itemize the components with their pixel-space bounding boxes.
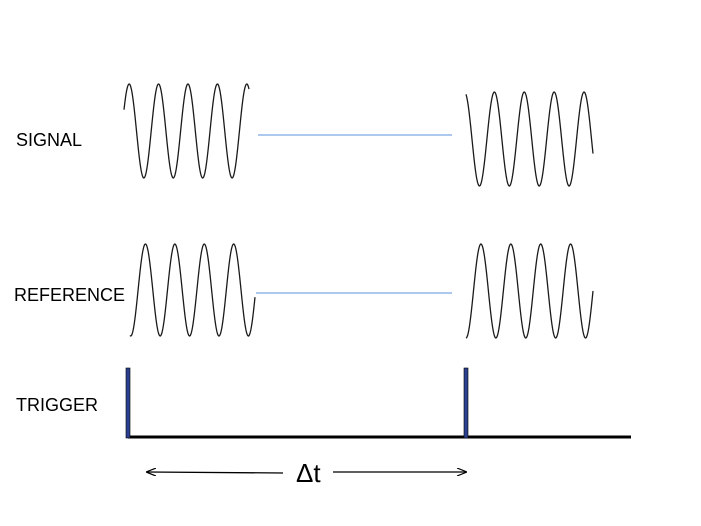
signal-label: SIGNAL — [16, 130, 82, 150]
trigger-pulse-1 — [125, 367, 131, 439]
signal-burst-1 — [123, 83, 250, 179]
reference-burst-1 — [129, 243, 256, 337]
signal-burst-2 — [465, 91, 594, 187]
reference-label: REFERENCE — [14, 285, 125, 305]
delta-t-arrow-left — [147, 472, 284, 473]
trigger-pulse-2 — [463, 367, 469, 439]
trigger-label: TRIGGER — [16, 395, 98, 415]
reference-burst-2 — [465, 243, 594, 339]
delta-t-label: Δt — [296, 458, 321, 488]
